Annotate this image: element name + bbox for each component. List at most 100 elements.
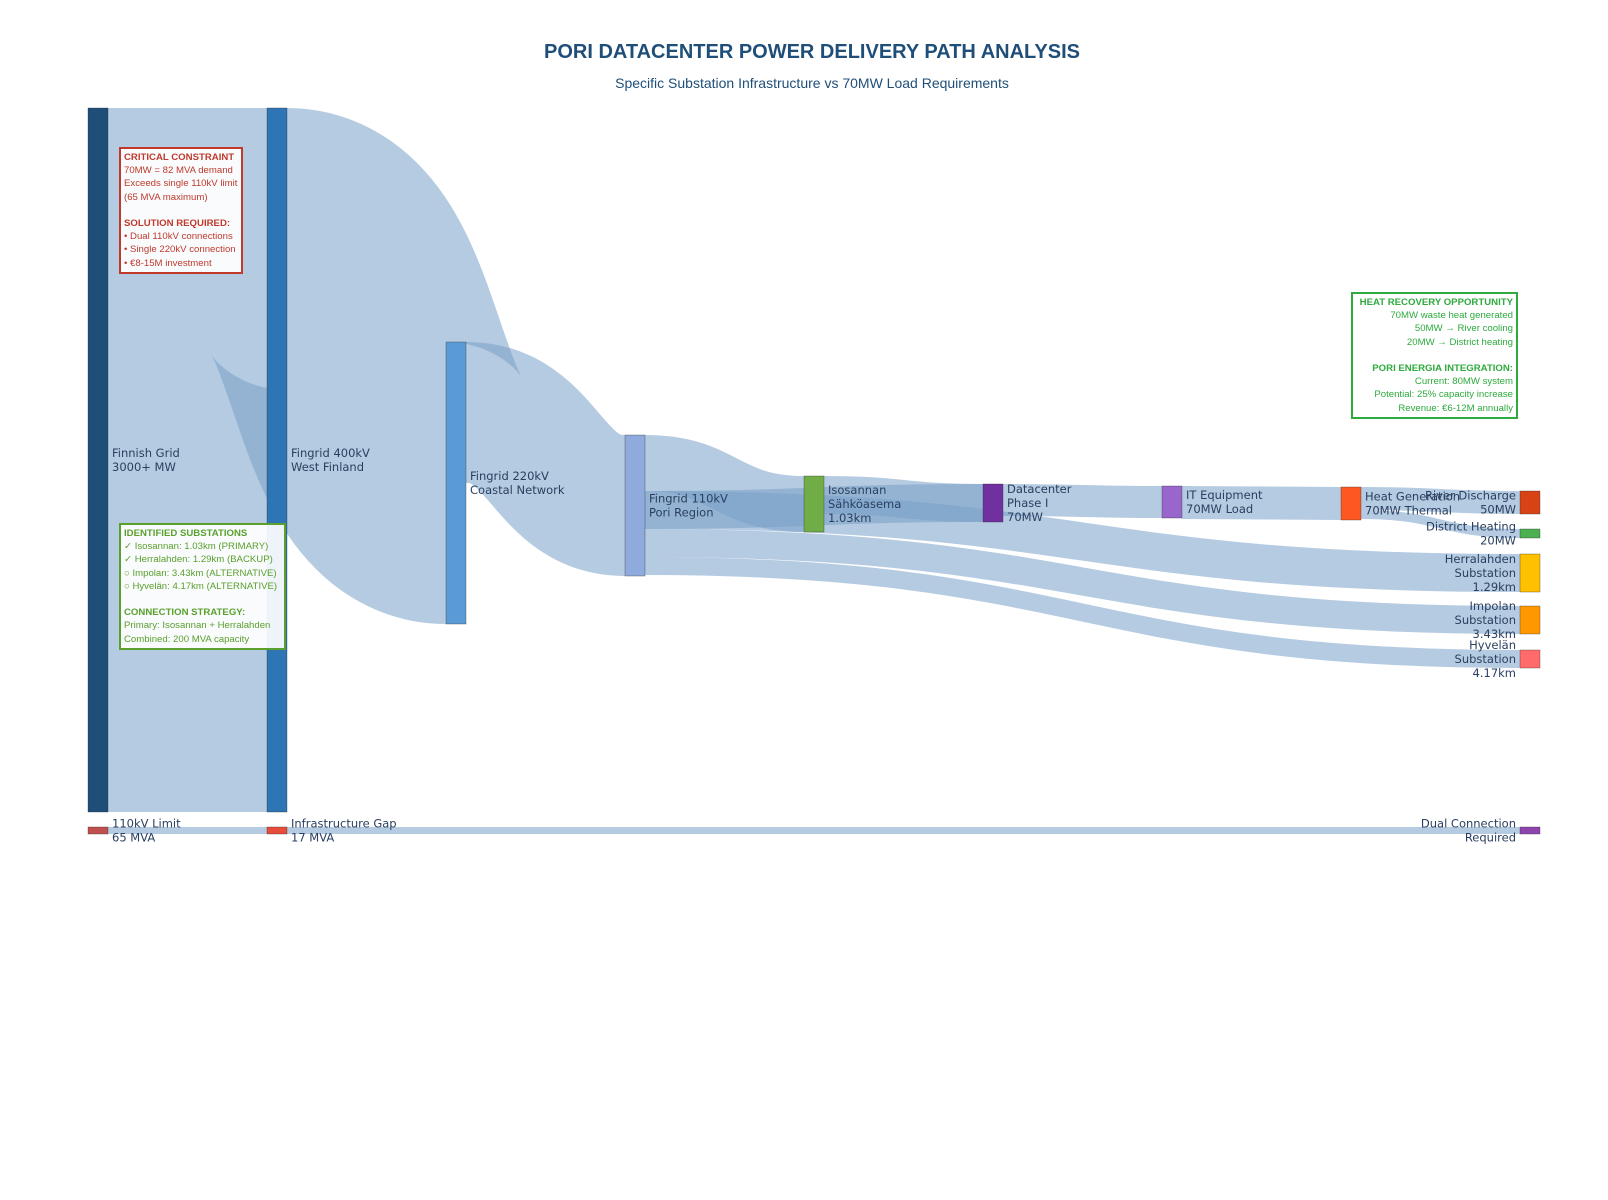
node-label-line: 65 MVA xyxy=(112,831,155,845)
chart-title: PORI DATACENTER POWER DELIVERY PATH ANAL… xyxy=(544,41,1080,63)
node-label-line: 3000+ MW xyxy=(112,460,176,474)
node-dual[interactable] xyxy=(1519,826,1541,835)
node-hyv[interactable] xyxy=(1519,649,1541,669)
node-label-line: Datacenter xyxy=(1007,482,1072,496)
note-line: Combined: 200 MVA capacity xyxy=(124,633,250,645)
node-label-line: Fingrid 220kV xyxy=(470,469,549,483)
node-label-line: Heat Generation xyxy=(1365,490,1460,504)
note-line xyxy=(1356,349,1513,362)
node-label-line: Finnish Grid xyxy=(112,446,180,460)
node-label-line: District Heating xyxy=(1426,520,1516,534)
node-label-line: 3.43km xyxy=(1473,627,1516,641)
node-label-line: Pori Region xyxy=(649,506,714,520)
node-label-line: 1.03km xyxy=(828,511,871,525)
note-line: 20MW → District heating xyxy=(1406,336,1513,348)
note-line: Revenue: €6-12M annually xyxy=(1398,402,1513,414)
note-line: SOLUTION REQUIRED: xyxy=(124,218,231,229)
node-iso[interactable] xyxy=(803,475,825,533)
node-label-line: River Discharge xyxy=(1425,489,1516,503)
node-label-line: Required xyxy=(1465,831,1516,845)
node-label-line: Fingrid 400kV xyxy=(291,446,370,460)
node-label-line: 4.17km xyxy=(1473,666,1516,680)
node-label-line: 17 MVA xyxy=(291,831,334,845)
node-district[interactable] xyxy=(1519,528,1541,539)
node-label-line: West Finland xyxy=(291,460,364,474)
node-label-line: Hyvelän xyxy=(1469,638,1516,652)
note-line: 70MW = 82 MVA demand xyxy=(124,165,233,177)
node-heat[interactable] xyxy=(1340,486,1362,521)
note-line: Potential: 25% capacity increase xyxy=(1374,389,1513,401)
node-herr[interactable] xyxy=(1519,553,1541,593)
node-label-line: Substation xyxy=(1455,566,1516,580)
node-label-line: 1.29km xyxy=(1473,580,1516,594)
node-label-line: Coastal Network xyxy=(470,483,565,497)
node-label-line: 70MW xyxy=(1007,510,1043,524)
heat-recovery-note: HEAT RECOVERY OPPORTUNITY 70MW waste heat… xyxy=(1351,292,1518,419)
node-label-line: 50MW xyxy=(1480,503,1516,517)
node-dc[interactable] xyxy=(982,483,1004,523)
node-f400[interactable] xyxy=(266,107,288,813)
note-line: • €8-15M investment xyxy=(124,257,212,269)
note-line: CRITICAL CONSTRAINT xyxy=(124,152,235,163)
node-label-line: IT Equipment xyxy=(1186,488,1263,502)
chart-subtitle: Specific Substation Infrastructure vs 70… xyxy=(615,75,1009,91)
note-line: HEAT RECOVERY OPPORTUNITY xyxy=(1359,297,1513,308)
link-it-heat xyxy=(1181,486,1342,520)
node-label-line: Herralahden xyxy=(1445,552,1516,566)
link-heat-river xyxy=(1360,487,1521,514)
link-f220-f110 xyxy=(460,342,631,576)
note-line: • Single 220kV connection xyxy=(124,244,236,256)
note-line: PORI ENERGIA INTEGRATION: xyxy=(1372,363,1513,374)
link-f400-f220 xyxy=(207,108,526,624)
note-line xyxy=(124,593,281,606)
node-f220[interactable] xyxy=(445,341,467,625)
note-line: CONNECTION STRATEGY: xyxy=(124,607,246,619)
note-line: Current: 80MW system xyxy=(1414,376,1513,388)
note-line: (65 MVA maximum) xyxy=(124,191,208,203)
note-line xyxy=(124,204,238,217)
note-line: IDENTIFIED SUBSTATIONS xyxy=(124,528,248,539)
node-label-line: Sähköasema xyxy=(828,497,901,511)
note-line: ○ Impolan: 3.43km (ALTERNATIVE) xyxy=(124,567,277,579)
link-heat-district xyxy=(1360,510,1521,538)
node-imp[interactable] xyxy=(1519,605,1541,635)
node-gap[interactable] xyxy=(266,826,288,835)
note-line: Exceeds single 110kV limit xyxy=(124,178,238,190)
node-label-line: Dual Connection xyxy=(1421,817,1516,831)
node-label-line: Substation xyxy=(1455,652,1516,666)
node-it[interactable] xyxy=(1161,485,1183,519)
node-lim[interactable] xyxy=(87,826,109,835)
node-label-line: 70MW Load xyxy=(1186,502,1253,516)
node-f110[interactable] xyxy=(624,434,646,577)
node-label-line: Fingrid 110kV xyxy=(649,492,728,506)
node-river[interactable] xyxy=(1519,490,1541,515)
link-f110-imp xyxy=(644,529,1521,634)
link-dc-it xyxy=(1002,484,1163,518)
note-line: • Dual 110kV connections xyxy=(124,231,233,243)
node-grid[interactable] xyxy=(87,107,109,813)
links-layer xyxy=(107,107,1521,835)
node-label-line: Impolan xyxy=(1470,599,1516,613)
note-line: ✓ Herralahden: 1.29km (BACKUP) xyxy=(124,554,273,566)
node-label-line: 70MW Thermal xyxy=(1365,504,1452,518)
note-line: 50MW → River cooling xyxy=(1414,323,1513,335)
note-line: 70MW waste heat generated xyxy=(1390,310,1513,322)
node-label-line: 110kV Limit xyxy=(112,817,181,831)
node-label-line: Isosannan xyxy=(828,483,886,497)
note-line: Primary: Isosannan + Herralahden xyxy=(124,620,271,632)
